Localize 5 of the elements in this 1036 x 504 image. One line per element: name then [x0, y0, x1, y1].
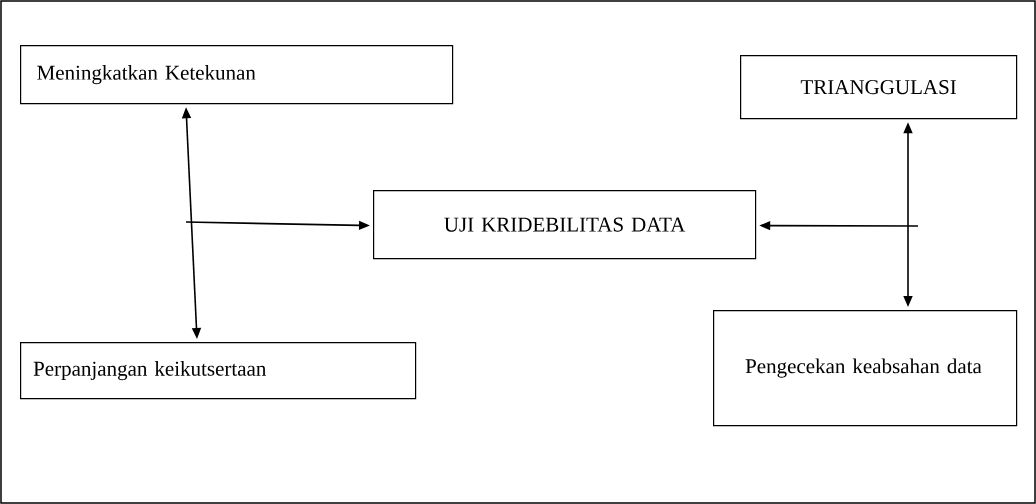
process-box: Perpanjangan keikutsertaan — [20, 342, 417, 400]
process-box: Meningkatkan Ketekunan — [20, 45, 454, 105]
process-box: UJI KRIDEBILITAS DATA — [373, 190, 757, 260]
process-box: TRIANGGULASI — [740, 55, 1018, 120]
process-box: Pengecekan keabsahan data — [713, 310, 1018, 427]
